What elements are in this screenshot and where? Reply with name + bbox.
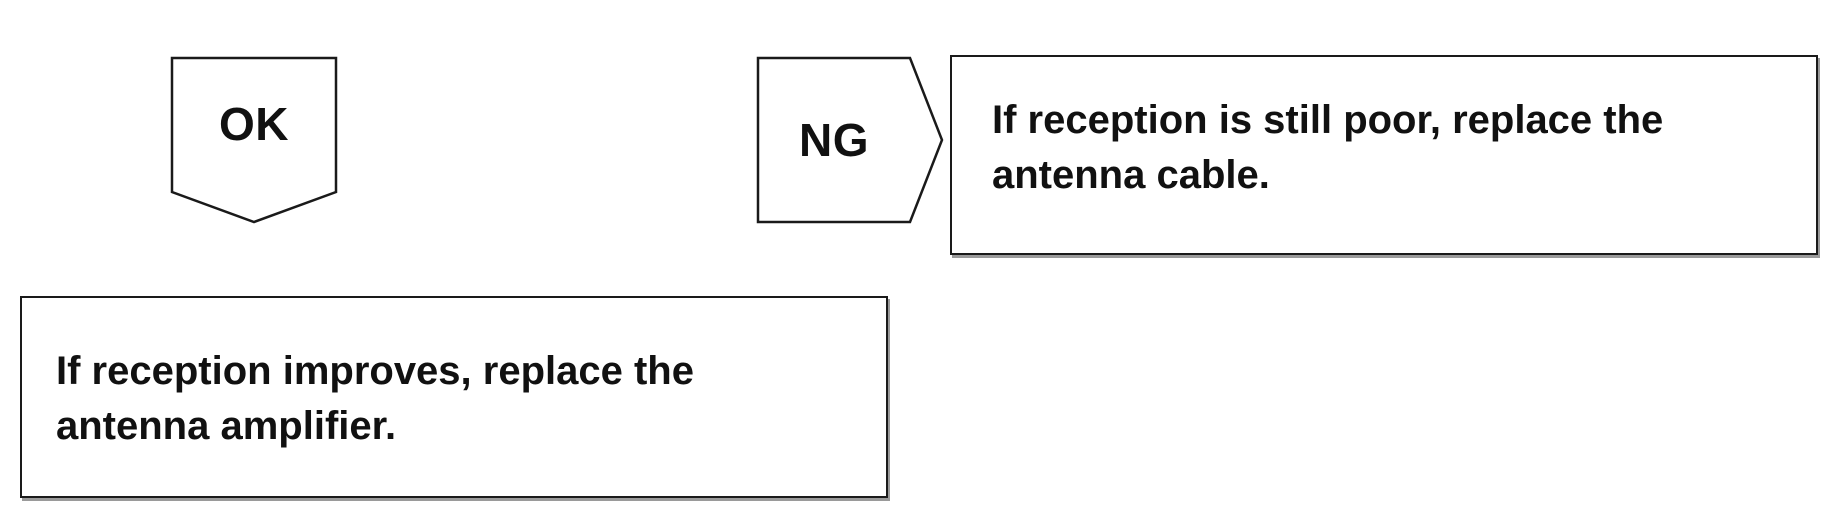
ng-instruction-text: If reception is still poor, replace the … xyxy=(992,98,1664,197)
ng-pentagon-arrow-right xyxy=(756,56,944,224)
ok-pentagon-arrow-down xyxy=(170,56,338,224)
ng-instruction-box: If reception is still poor, replace the … xyxy=(950,55,1818,255)
ok-label: OK xyxy=(219,98,289,150)
ok-instruction-text: If reception improves, replace the anten… xyxy=(56,349,694,448)
ng-label: NG xyxy=(799,114,869,166)
ok-instruction-box: If reception improves, replace the anten… xyxy=(20,296,888,498)
